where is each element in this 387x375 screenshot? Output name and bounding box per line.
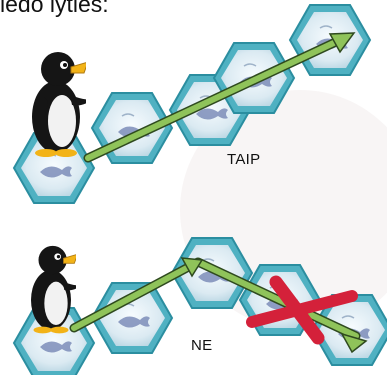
cross-icon <box>246 275 358 345</box>
invalid-move-label: NE <box>191 337 213 354</box>
valid-move-label: TAIP <box>227 151 261 168</box>
invalid-move-diagram <box>13 237 387 375</box>
arrow-icon <box>83 32 356 163</box>
penguin-icon <box>31 51 86 158</box>
valid-move-diagram <box>13 4 371 204</box>
instruction-caption: ledo lytles: <box>0 0 109 17</box>
